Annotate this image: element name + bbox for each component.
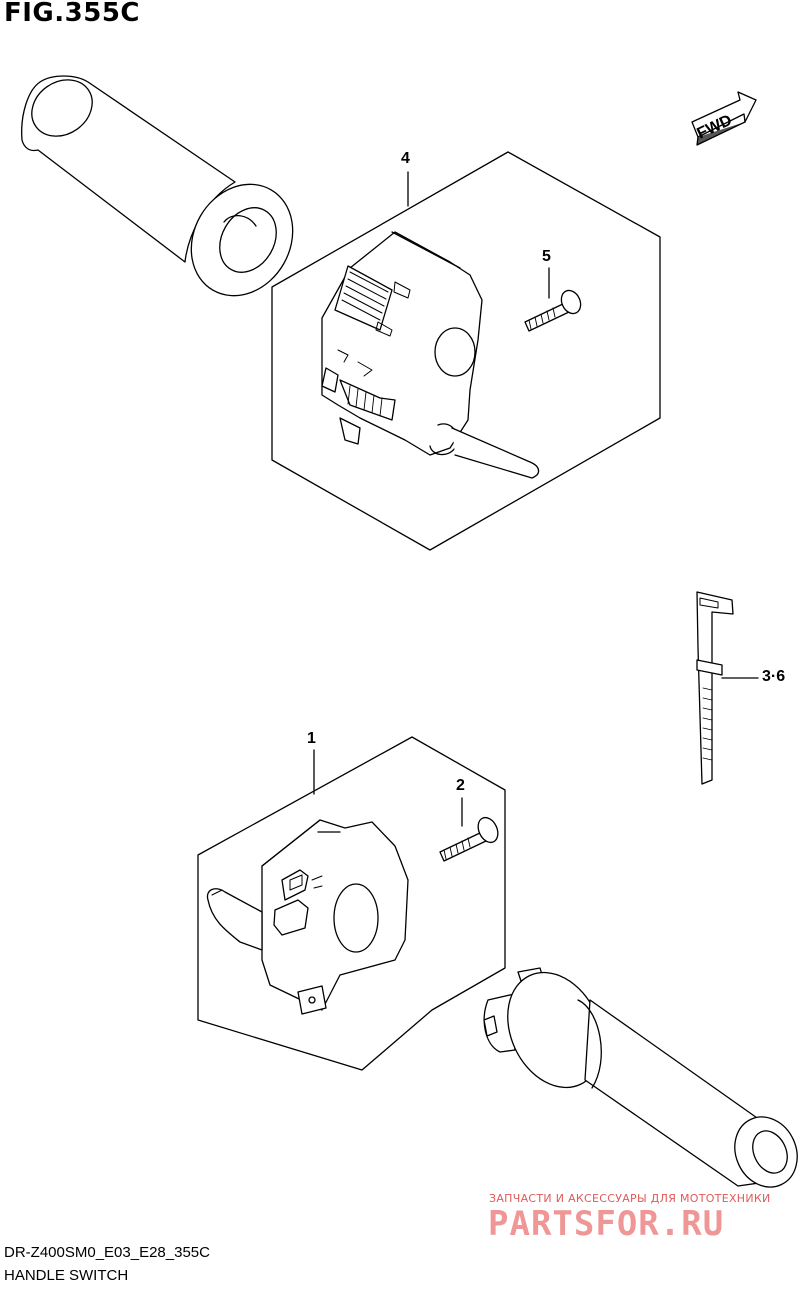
tie-ribs <box>702 687 713 761</box>
assembly-box-4 <box>271 151 661 551</box>
footer-model-code: DR-Z400SM0_E03_E28_355C <box>4 1244 210 1261</box>
dimmer-ribs <box>347 385 383 417</box>
screw-5 <box>524 267 582 332</box>
screw-2 <box>439 797 499 862</box>
callout-1: 1 <box>307 730 316 747</box>
right-handle-switch <box>321 231 540 479</box>
fwd-arrow-icon <box>691 91 757 146</box>
callout-3-6: 3·6 <box>762 668 786 685</box>
throttle-grip <box>483 967 798 1188</box>
left-handle-grip <box>21 75 294 297</box>
switch-ribs <box>341 271 389 321</box>
watermark-brand: PARTSFOR.RU <box>488 1204 725 1244</box>
left-handle-switch <box>206 819 409 1015</box>
watermark-tagline: ЗАПЧАСТИ И АКСЕССУАРЫ ДЛЯ МОТОТЕХНИКИ <box>489 1192 771 1205</box>
footer-section-name: HANDLE SWITCH <box>4 1267 129 1284</box>
assembly-box-1 <box>197 736 506 1071</box>
callout-5: 5 <box>542 248 551 265</box>
callout-4: 4 <box>401 150 410 167</box>
cable-tie <box>696 591 759 785</box>
callout-2: 2 <box>456 777 465 794</box>
figure-title: FIG.355C <box>4 0 141 28</box>
